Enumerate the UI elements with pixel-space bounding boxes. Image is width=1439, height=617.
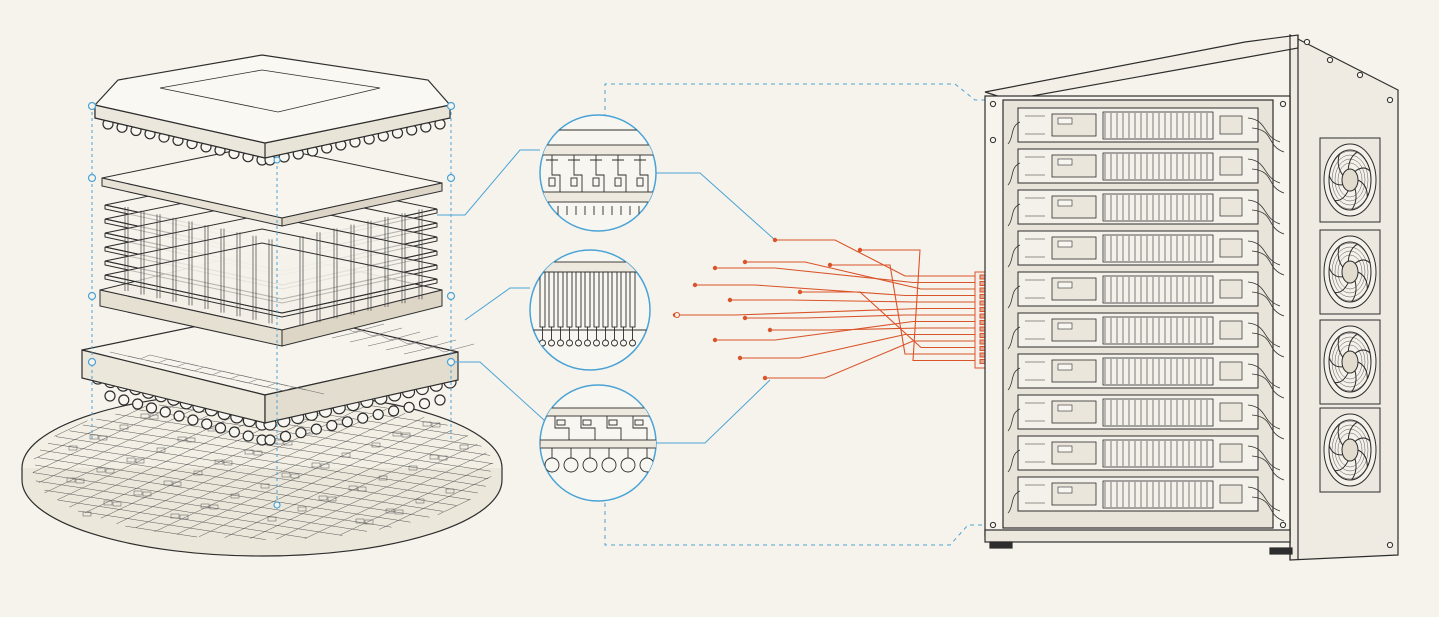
fan-icon — [1319, 137, 1381, 493]
server-rack — [984, 34, 1399, 561]
signal-fanout-traces — [672, 237, 975, 381]
die-stack — [99, 144, 443, 347]
callout-leaders — [437, 83, 990, 546]
chip-lid-icon — [93, 54, 452, 166]
alignment-guides — [91, 106, 452, 505]
wafer — [21, 391, 503, 557]
guide-nodes — [87, 101, 456, 509]
magnifier-callout-icon — [529, 114, 657, 502]
